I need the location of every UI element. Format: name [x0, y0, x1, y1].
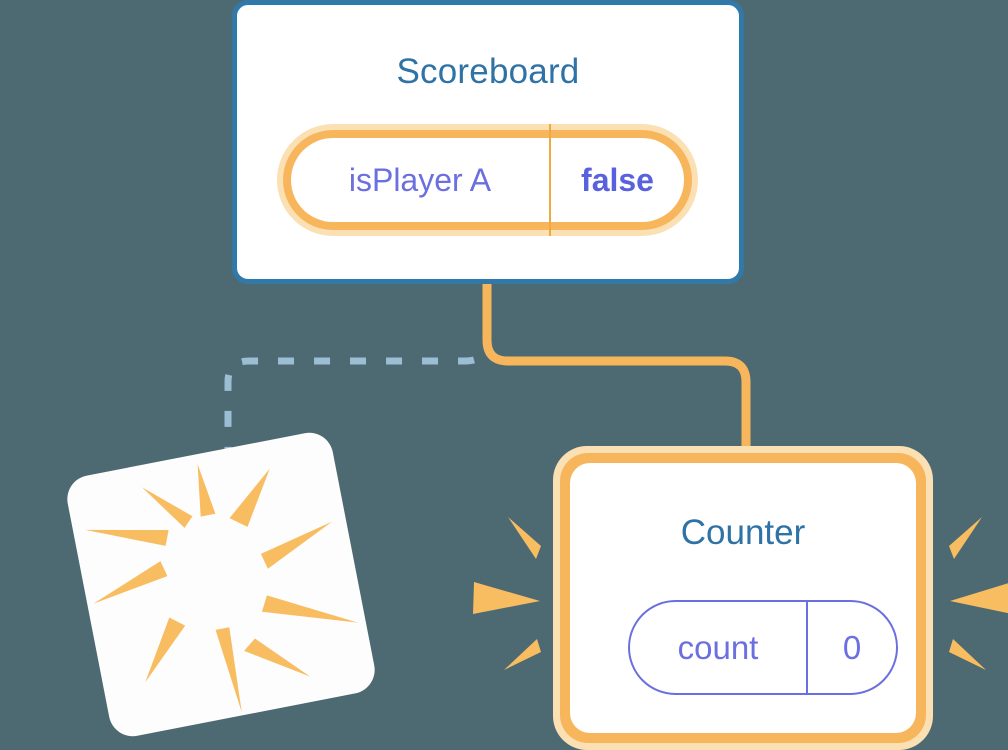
burst-ray-e-upper [260, 521, 333, 569]
burst-rays [85, 464, 358, 713]
counter-ray-left-top [508, 517, 541, 559]
burst-ray-sw [145, 617, 186, 683]
counter-pill-divider [806, 602, 808, 693]
counter-ray-right-top [949, 517, 982, 559]
counter-rays-left [473, 517, 541, 670]
solid-connector-to-counter-card [482, 280, 751, 462]
tilted-burst-card[interactable] [63, 428, 379, 741]
burst-ray-w-lower [93, 561, 168, 604]
dashed-connector-to-tilted-card [224, 330, 491, 468]
counter-pill-value: 0 [842, 628, 862, 666]
scoreboard-pill-body: isPlayer A false [291, 124, 684, 236]
counter-card-body: Counter count 0 [570, 463, 916, 733]
burst-ray-w-upper [85, 529, 169, 546]
scoreboard-pill-value: false [581, 161, 654, 198]
counter-ray-left-middle [473, 582, 540, 614]
scoreboard-card[interactable]: Scoreboard isPlayer A false [232, 0, 744, 284]
burst-rays-group [85, 464, 358, 713]
counter-card[interactable]: Counter count 0 [553, 446, 933, 750]
burst-ray-n [197, 464, 216, 517]
counter-ray-right-middle [950, 583, 1008, 614]
counter-card-title: Counter [680, 513, 806, 552]
counter-ray-left-bottom [504, 639, 541, 670]
scoreboard-state-pill[interactable]: isPlayer A false [277, 124, 698, 236]
scoreboard-card-title: Scoreboard [396, 52, 580, 91]
burst-ray-se [244, 638, 311, 677]
counter-ray-right-bottom [949, 639, 986, 670]
burst-ray-nw [141, 487, 193, 528]
counter-state-pill[interactable]: count 0 [628, 600, 898, 695]
counter-rays-right [949, 517, 1008, 670]
counter-pill-key: count [677, 628, 759, 666]
scoreboard-pill-divider [549, 124, 551, 236]
burst-ray-ne [229, 468, 270, 527]
scoreboard-pill-key: isPlayer A [348, 161, 492, 198]
burst-ray-e-lower [261, 595, 358, 623]
burst-ray-s [215, 627, 242, 713]
